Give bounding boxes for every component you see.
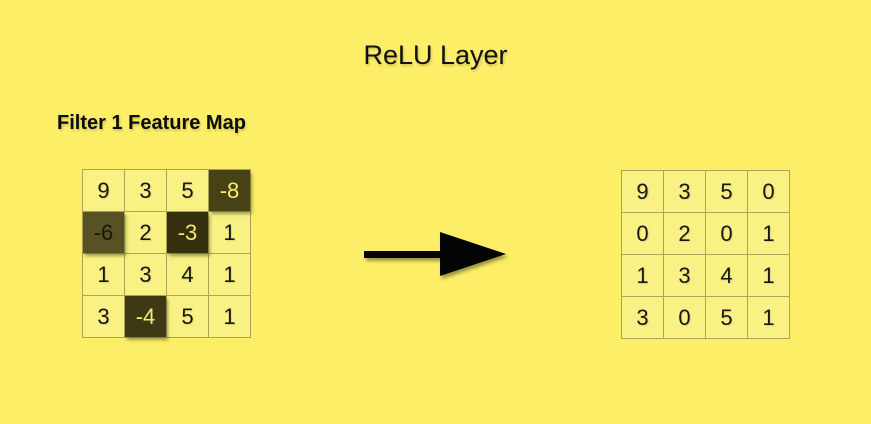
relu-output-cell: 4 — [706, 255, 747, 296]
arrow-shaft — [364, 251, 448, 258]
feature-map-label: Filter 1 Feature Map — [57, 112, 246, 134]
feature-map-cell: 1 — [209, 254, 250, 295]
feature-map-cell: 1 — [83, 254, 124, 295]
relu-output-cell: 0 — [622, 213, 663, 254]
relu-output-cell: 3 — [622, 297, 663, 338]
feature-map-cell: -6 — [83, 212, 124, 253]
feature-map-cell: 9 — [83, 170, 124, 211]
feature-map-cell: 1 — [209, 296, 250, 337]
relu-output-cell: 5 — [706, 297, 747, 338]
feature-map-cell: -8 — [209, 170, 250, 211]
page-title: ReLU Layer — [363, 40, 508, 70]
relu-output-cell: 1 — [622, 255, 663, 296]
relu-output-cell: 3 — [664, 255, 705, 296]
feature-map-cell: 4 — [167, 254, 208, 295]
right-arrow-icon — [364, 232, 506, 276]
feature-map-cell: 1 — [209, 212, 250, 253]
feature-map-cell: 5 — [167, 170, 208, 211]
feature-map-cell: -3 — [167, 212, 208, 253]
feature-map-cell: -4 — [125, 296, 166, 337]
relu-output-cell: 0 — [664, 297, 705, 338]
relu-output-cell: 1 — [748, 297, 789, 338]
relu-output-cell: 1 — [748, 213, 789, 254]
feature-map-cell: 5 — [167, 296, 208, 337]
relu-output-cell: 1 — [748, 255, 789, 296]
feature-map-cell: 3 — [125, 254, 166, 295]
relu-output-cell: 5 — [706, 171, 747, 212]
relu-output-cell: 2 — [664, 213, 705, 254]
feature-map-cell: 2 — [125, 212, 166, 253]
relu-output-cell: 0 — [748, 171, 789, 212]
relu-output-cell: 9 — [622, 171, 663, 212]
arrow-head — [440, 232, 506, 276]
relu-output-cell: 0 — [706, 213, 747, 254]
relu-output-cell: 3 — [664, 171, 705, 212]
feature-map-cell: 3 — [83, 296, 124, 337]
feature-map-cell: 3 — [125, 170, 166, 211]
